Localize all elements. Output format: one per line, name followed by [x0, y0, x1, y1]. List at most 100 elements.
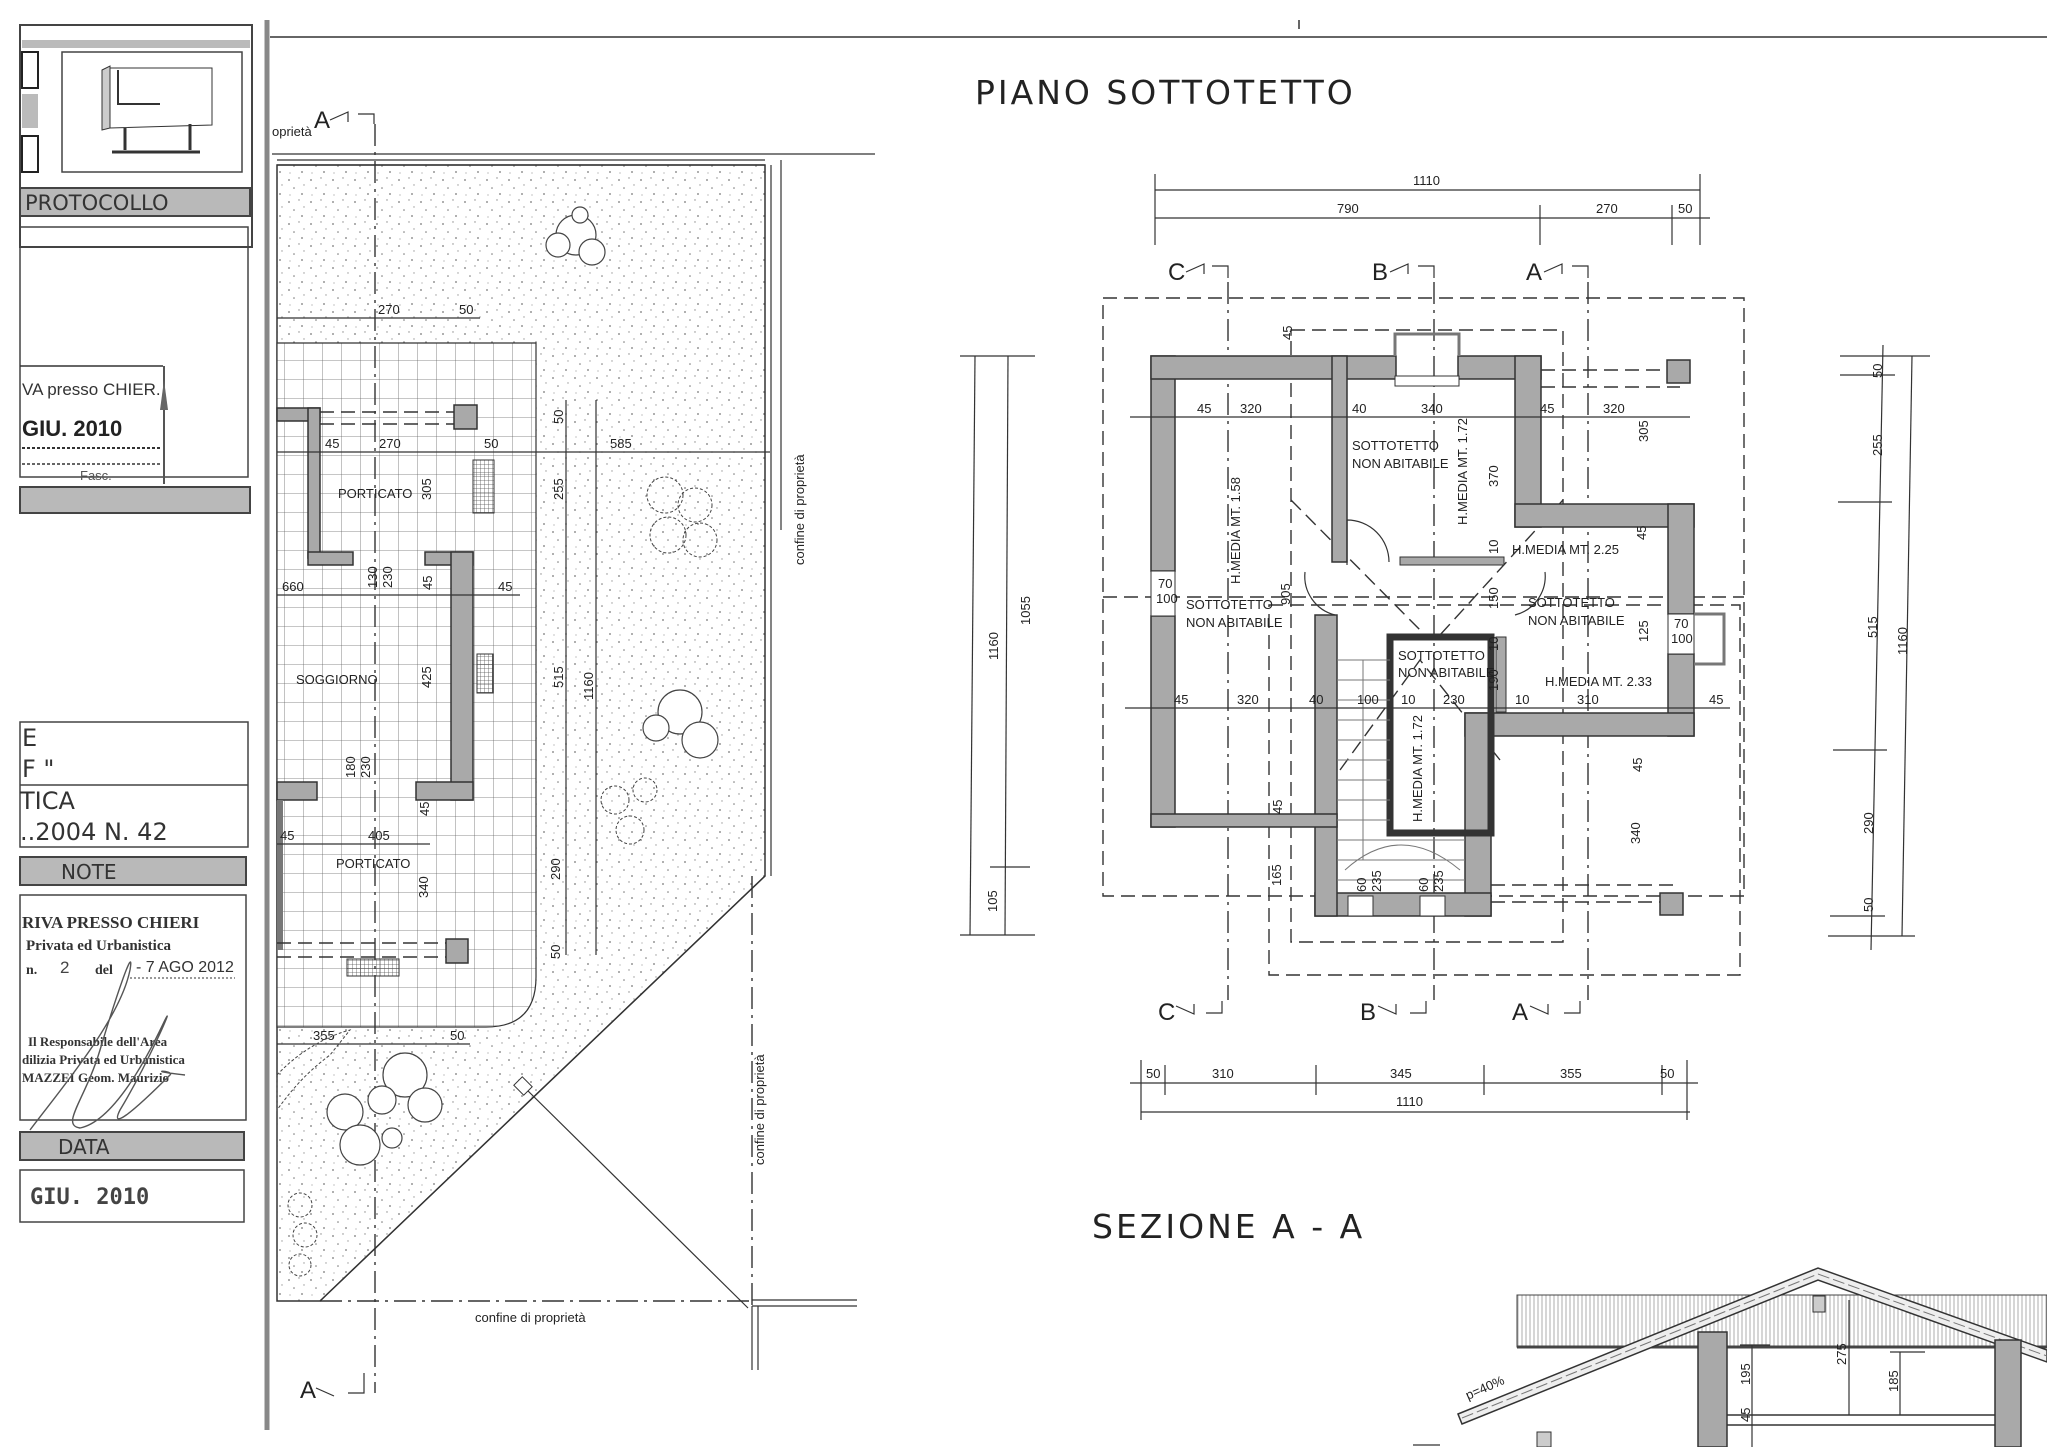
plan-dim-bottom: 50: [1660, 1066, 1674, 1081]
section-dim-275: 275: [1834, 1343, 1849, 1365]
plan-dim-top-total: 1110: [1413, 173, 1440, 188]
plan-dim: 190: [1486, 669, 1501, 691]
approval-date: - 7 AGO 2012: [136, 959, 234, 976]
door-swing: [1304, 519, 1546, 616]
responsible-line-1: Il Responsabile dell'Area: [28, 1034, 168, 1049]
room-non-abitabile-left: NON ABITABILE: [1186, 615, 1283, 630]
window-dim: 70: [1158, 576, 1172, 591]
room-sottotetto-left: SOTTOTETTO: [1186, 597, 1273, 612]
plan-dim: 10: [1486, 637, 1501, 651]
window-dim: 100: [1671, 631, 1693, 646]
site-dim: 425: [419, 666, 434, 688]
attic-floor-plan: PIANO SOTTOTETTO 1110 790 270 50 C B A C…: [960, 73, 1930, 1120]
site-dim: 230: [358, 756, 373, 778]
plan-dim: 320: [1240, 401, 1262, 416]
plan-dim: 100: [1357, 692, 1379, 707]
site-dim: 515: [551, 666, 566, 688]
plan-dim-top-270: 270: [1596, 201, 1618, 216]
plan-section-a-bottom: A: [1512, 999, 1528, 1026]
roof-slab: [1457, 1267, 2047, 1425]
registration-stamp: VA presso CHIER. GIU. 2010 Fasc.: [20, 365, 168, 484]
plan-dim: 165: [1269, 864, 1284, 886]
window-dim: 60: [1354, 878, 1369, 892]
approval-number: 2: [60, 958, 69, 977]
site-dim: 660: [282, 579, 304, 594]
project-line-2: F ": [22, 755, 54, 783]
plan-dim-left-1160: 1160: [986, 632, 1001, 660]
signature: [29, 961, 186, 1131]
plan-dim: 45: [1174, 692, 1188, 707]
site-dim: 45: [498, 579, 512, 594]
stamp-fasc: Fasc.: [80, 468, 112, 483]
site-dim: 50: [551, 410, 566, 424]
law-line-1: TICA: [19, 787, 75, 815]
plan-dim: 305: [1636, 420, 1651, 442]
site-section-marker-top: A: [314, 107, 330, 134]
site-dim: 585: [610, 436, 632, 451]
plan-section-a-top: A: [1526, 259, 1542, 286]
plan-dim: 40: [1309, 692, 1323, 707]
plan-section-c-bottom: C: [1158, 999, 1175, 1026]
staircase: [1337, 659, 1465, 881]
site-dim: 45: [417, 802, 432, 816]
room-non-abitabile-center: NON ABITABILE: [1398, 665, 1495, 680]
plan-dim: 125: [1636, 620, 1651, 642]
plan-dim: 10: [1401, 692, 1415, 707]
plan-dim: 45: [1197, 401, 1211, 416]
data-label: DATA: [58, 1135, 110, 1159]
project-line-1: E: [22, 724, 37, 752]
site-section-marker-bottom: A: [300, 1377, 316, 1404]
tree-icon: [326, 689, 719, 1166]
plan-dim: 10: [1515, 692, 1529, 707]
plan-dim: 45: [1630, 758, 1645, 772]
plan-dim-right: 290: [1861, 812, 1876, 834]
plan-dim: 10: [1486, 540, 1501, 554]
height-label-233: H.MEDIA MT. 2.33: [1545, 674, 1652, 689]
site-dim: 50: [459, 302, 473, 317]
plan-section-b-bottom: B: [1360, 999, 1376, 1026]
note-label: NOTE: [61, 860, 117, 884]
drafting-table-logo: [101, 65, 213, 154]
title-block: PROTOCOLLO VA presso CHIER. GIU. 2010 Fa…: [19, 24, 253, 1223]
site-dim: 1160: [581, 672, 596, 700]
site-dim: 230: [380, 566, 395, 588]
boundary-label-diagonal: confine di proprietà: [752, 1054, 767, 1165]
room-sottotetto-center: SOTTOTETTO: [1398, 648, 1485, 663]
stamp-town: VA presso CHIER.: [22, 380, 161, 399]
plan-dim-right: 1160: [1895, 627, 1910, 655]
plan-dim-right: 255: [1870, 434, 1885, 456]
window-dim: 70: [1674, 616, 1688, 631]
site-dim: 45: [420, 576, 435, 590]
responsible-line-3: MAZZEI Geom. Maurizio: [22, 1070, 169, 1085]
site-dim: 180: [343, 756, 358, 778]
tree-icon: [545, 206, 606, 266]
plan-section-b-top: B: [1372, 259, 1388, 286]
plan-dim-right: 50: [1861, 898, 1876, 912]
drain-grate: [476, 653, 494, 694]
site-dim: 405: [368, 828, 390, 843]
site-dim: 290: [548, 858, 563, 880]
plan-section-c-top: C: [1168, 259, 1185, 286]
plan-dim: 45: [1270, 800, 1285, 814]
plan-dim-top-790: 790: [1337, 201, 1359, 216]
site-dim: 50: [484, 436, 498, 451]
protocollo-label: PROTOCOLLO: [25, 191, 169, 215]
site-dim: 340: [416, 876, 431, 898]
room-non-abitabile-top: NON ABITABILE: [1352, 456, 1449, 471]
site-dim: 270: [378, 302, 400, 317]
approval-line-2: Privata ed Urbanistica: [26, 938, 171, 954]
site-dim: 270: [379, 436, 401, 451]
plan-dim: 45: [1540, 401, 1554, 416]
plan-dim: 370: [1486, 465, 1501, 487]
plan-dim: 45: [1709, 692, 1723, 707]
height-label-172-top: H.MEDIA MT. 1.72: [1455, 418, 1470, 525]
height-label-172-bottom: H.MEDIA MT. 1.72: [1410, 715, 1425, 822]
plan-dim-right: 515: [1865, 616, 1880, 638]
room-label-porticato-top: PORTICATO: [338, 486, 412, 501]
shrub-icon: [276, 476, 718, 1277]
room-label-soggiorno: SOGGIORNO: [296, 672, 378, 687]
plan-dim-bottom: 50: [1146, 1066, 1160, 1081]
plan-dim: 340: [1628, 822, 1643, 844]
section-dim-195: 195: [1738, 1363, 1753, 1385]
